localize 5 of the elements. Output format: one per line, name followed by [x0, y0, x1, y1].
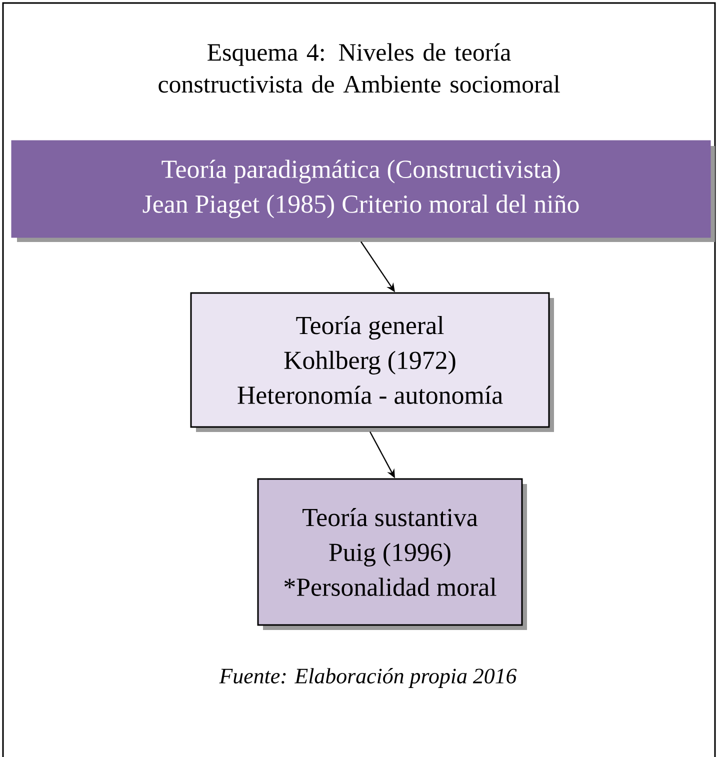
caption: Fuente: Elaboración propia 2016 — [219, 668, 517, 688]
text-box: Teoría paradigmática (Constructivista) Jean Piaget (1985) Criterio moral del niño — [11, 140, 715, 242]
title: Esquema 4: Niveles de teoría constructivista de Ambiente sociomoral — [158, 43, 560, 93]
text-box: Teoría general Kohlberg (1972) Heteronomía - autonomía — [190, 292, 554, 432]
text-box: Teoría sustantiva Puig (1996) *Personalidad moral — [257, 478, 527, 630]
